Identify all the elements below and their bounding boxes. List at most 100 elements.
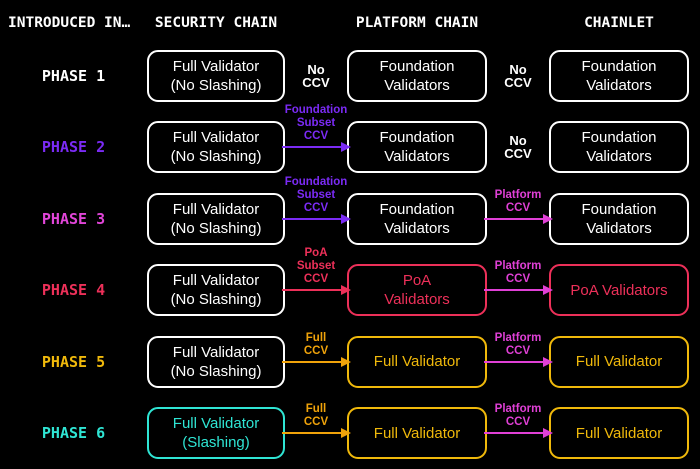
box-line: (No Slashing) [170,291,262,309]
phase-label: PHASE 2 [41,138,106,157]
phase-label: PHASE 6 [41,424,106,443]
security-chain-box: Full Validator (No Slashing) [147,121,285,174]
arrow-line [484,432,545,435]
chainlet-box: Foundation Validators [549,121,689,174]
box-line: PoA Validators [570,281,668,299]
box-line: Foundation [379,129,455,147]
platform-chain-box: Full Validator [347,335,487,388]
box-line: Foundation [581,57,657,75]
chainlet-box: Full Validator [549,335,689,388]
box-line: Foundation [581,129,657,147]
box-line: (No Slashing) [170,148,262,166]
arrow-line [484,289,545,292]
box-line: Full Validator [373,353,461,371]
box-line: PoA [402,272,432,290]
box-line: Validators [586,148,652,166]
security-chain-box: Full Validator (No Slashing) [147,192,285,245]
header-spacer [487,17,549,23]
box-line: Validators [586,76,652,94]
box-line: Validators [384,291,450,309]
box-line: Validators [384,148,450,166]
arrow-right-icon [543,213,553,224]
chainlet-box: Foundation Validators [549,49,689,102]
box-line: (No Slashing) [170,219,262,237]
box-line: Foundation [379,57,455,75]
phase-row-5: PHASE 5 Full Validator (No Slashing) Ful… [0,326,700,398]
arrow-line [282,289,343,292]
arrow-line [282,146,343,149]
phase-row-3: PHASE 3 Full Validator (No Slashing) Fou… [0,176,700,255]
security-chain-box: Full Validator (No Slashing) [147,264,285,317]
arrow-line [282,217,343,220]
box-line: Full Validator [172,415,260,433]
header-chainlet: CHAINLET [584,15,654,31]
arrow-right-icon [341,213,351,224]
platform-chain-box: Foundation Validators [347,49,487,102]
phase-label: PHASE 1 [41,66,106,85]
chainlet-box: Full Validator [549,407,689,460]
phase-row-4: PHASE 4 Full Validator (No Slashing) PoA… [0,247,700,327]
platform-chain-box: Foundation Validators [347,121,487,174]
arrow-line [484,217,545,220]
security-chain-box: Full Validator (No Slashing) [147,335,285,388]
box-line: Full Validator [373,424,461,442]
arrow-right-icon [341,428,351,439]
box-line: (No Slashing) [170,76,262,94]
box-line: Foundation [581,200,657,218]
header-introduced-in: INTRODUCED IN… [8,15,131,31]
box-line: Foundation [379,200,455,218]
arrow-right-icon [543,428,553,439]
phase-label: PHASE 3 [41,209,106,228]
phase-label: PHASE 4 [41,281,106,300]
arrow-right-icon [543,356,553,367]
box-line: Full Validator [172,129,260,147]
chainlet-box: Foundation Validators [549,192,689,245]
box-line: Validators [384,219,450,237]
platform-chain-box: PoA Validators [347,264,487,317]
box-line: Validators [384,76,450,94]
header-platform-chain: PLATFORM CHAIN [355,15,479,31]
box-line: Full Validator [172,200,260,218]
arrow-right-icon [341,356,351,367]
arrow-line [282,432,343,435]
platform-chain-box: Foundation Validators [347,192,487,245]
phase-label: PHASE 5 [41,352,106,371]
box-line: Full Validator [172,343,260,361]
arrow-line [282,360,343,363]
security-chain-box: Full Validator (Slashing) [147,407,285,460]
arrow-right-icon [543,285,553,296]
box-line: Full Validator [575,424,663,442]
box-line: Full Validator [172,272,260,290]
header-security-chain: SECURITY CHAIN [154,15,278,31]
chainlet-box: PoA Validators [549,264,689,317]
phase-row-2: PHASE 2 Full Validator (No Slashing) Fou… [0,104,700,184]
arrow-line [484,360,545,363]
box-line: (Slashing) [182,434,250,452]
arrow-right-icon [341,285,351,296]
box-line: (No Slashing) [170,362,262,380]
platform-chain-box: Full Validator [347,407,487,460]
